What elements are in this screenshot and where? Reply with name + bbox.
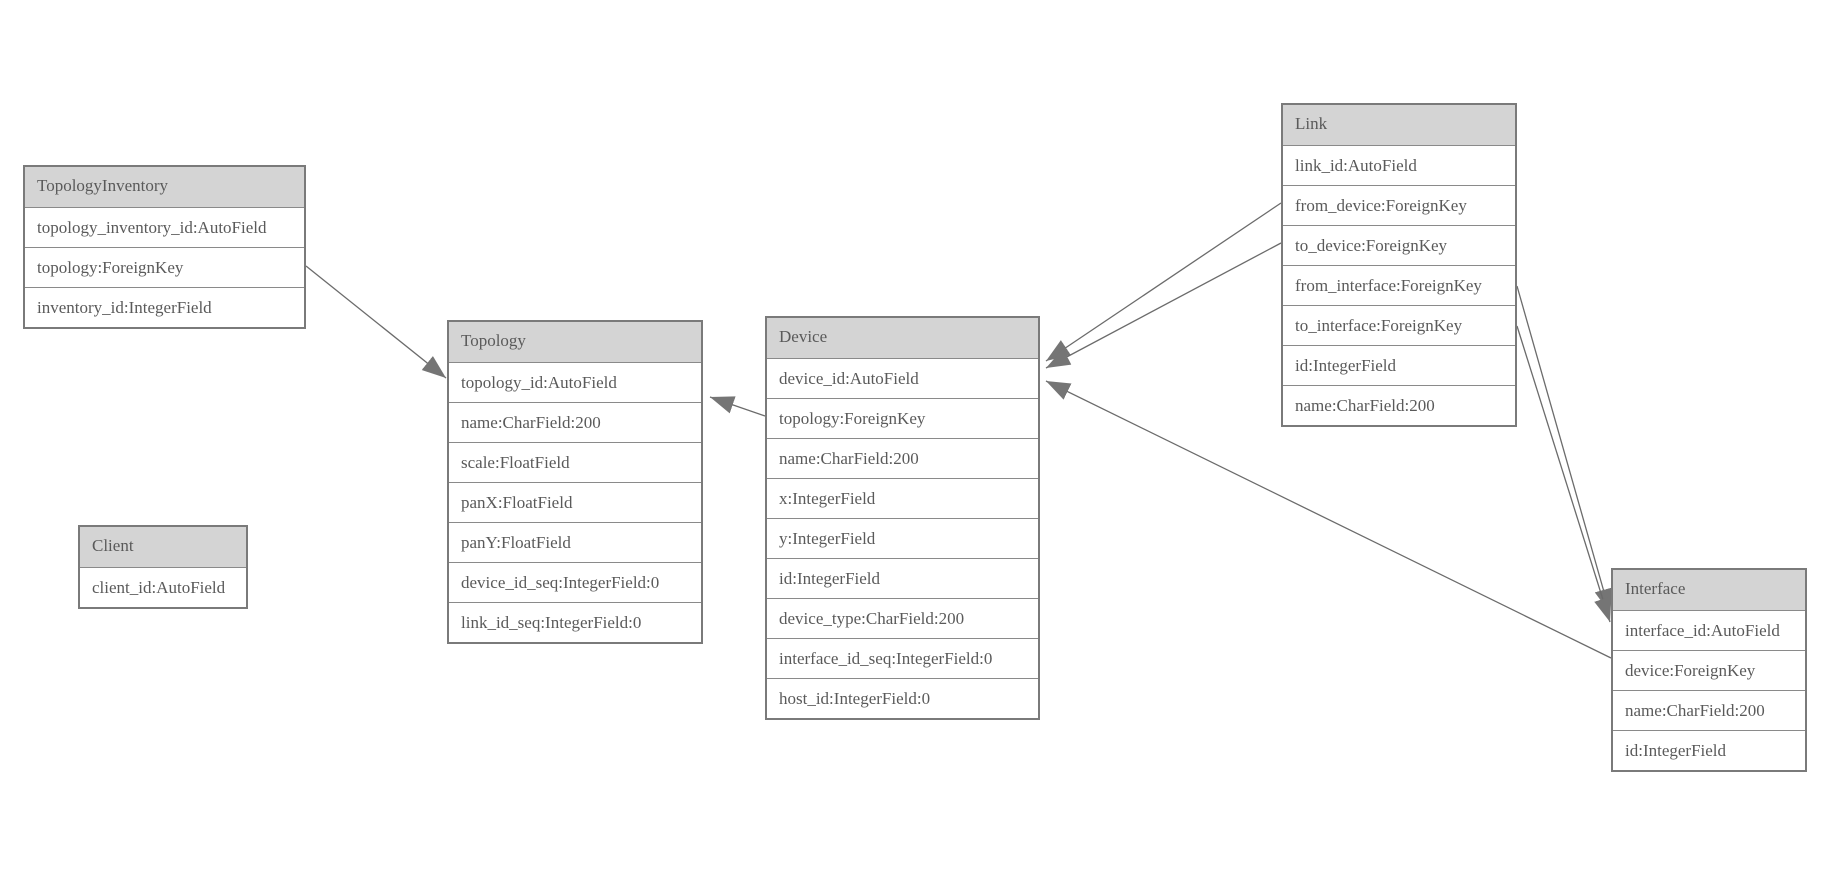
entity-title: Device [779,327,828,346]
field-row: panX:FloatField [449,482,701,522]
entity-client[interactable]: Client client_id:AutoField [78,525,248,609]
field-row: link_id_seq:IntegerField:0 [449,602,701,642]
field-row: topology_id:AutoField [449,362,701,402]
field-row: scale:FloatField [449,442,701,482]
entity-client-rows: client_id:AutoField [80,567,246,607]
field-row: name:CharField:200 [449,402,701,442]
field-row: topology_inventory_id:AutoField [25,207,304,247]
field-row: name:CharField:200 [1613,690,1805,730]
field-row: name:CharField:200 [767,438,1038,478]
entity-title: Interface [1625,579,1686,598]
entity-topologyinventory-header: TopologyInventory [25,167,304,207]
field-row: device_id_seq:IntegerField:0 [449,562,701,602]
entity-topologyinventory[interactable]: TopologyInventory topology_inventory_id:… [23,165,306,329]
field-row: to_device:ForeignKey [1283,225,1515,265]
edge-link-fromdevice-device [1045,202,1282,362]
field-row: device_type:CharField:200 [767,598,1038,638]
field-row: x:IntegerField [767,478,1038,518]
field-row: host_id:IntegerField:0 [767,678,1038,718]
field-row: link_id:AutoField [1283,145,1515,185]
entity-client-header: Client [80,527,246,567]
field-row: id:IntegerField [1283,345,1515,385]
edge-link-frominterface-interface [1516,285,1613,614]
field-row: y:IntegerField [767,518,1038,558]
field-row: from_interface:ForeignKey [1283,265,1515,305]
entity-interface-header: Interface [1613,570,1805,610]
field-row: inventory_id:IntegerField [25,287,304,327]
field-row: device_id:AutoField [767,358,1038,398]
field-row: panY:FloatField [449,522,701,562]
field-row: device:ForeignKey [1613,650,1805,690]
field-row: interface_id_seq:IntegerField:0 [767,638,1038,678]
field-row: client_id:AutoField [80,567,246,607]
entity-title: Client [92,536,134,555]
entity-title: TopologyInventory [37,176,169,195]
field-row: topology:ForeignKey [767,398,1038,438]
entity-title: Link [1295,114,1328,133]
field-row: id:IntegerField [1613,730,1805,770]
entity-title: Topology [461,331,526,350]
field-row: from_device:ForeignKey [1283,185,1515,225]
edge-link-todevice-device [1045,242,1282,369]
edge-link-tointerface-interface [1516,325,1612,623]
entity-topology-header: Topology [449,322,701,362]
field-row: topology:ForeignKey [25,247,304,287]
field-row: id:IntegerField [767,558,1038,598]
entity-link-header: Link [1283,105,1515,145]
field-row: interface_id:AutoField [1613,610,1805,650]
edge-device-topology [709,396,766,417]
edge-topologyinventory-topology [305,265,447,379]
field-row: to_interface:ForeignKey [1283,305,1515,345]
entity-device-header: Device [767,318,1038,358]
field-row: name:CharField:200 [1283,385,1515,425]
